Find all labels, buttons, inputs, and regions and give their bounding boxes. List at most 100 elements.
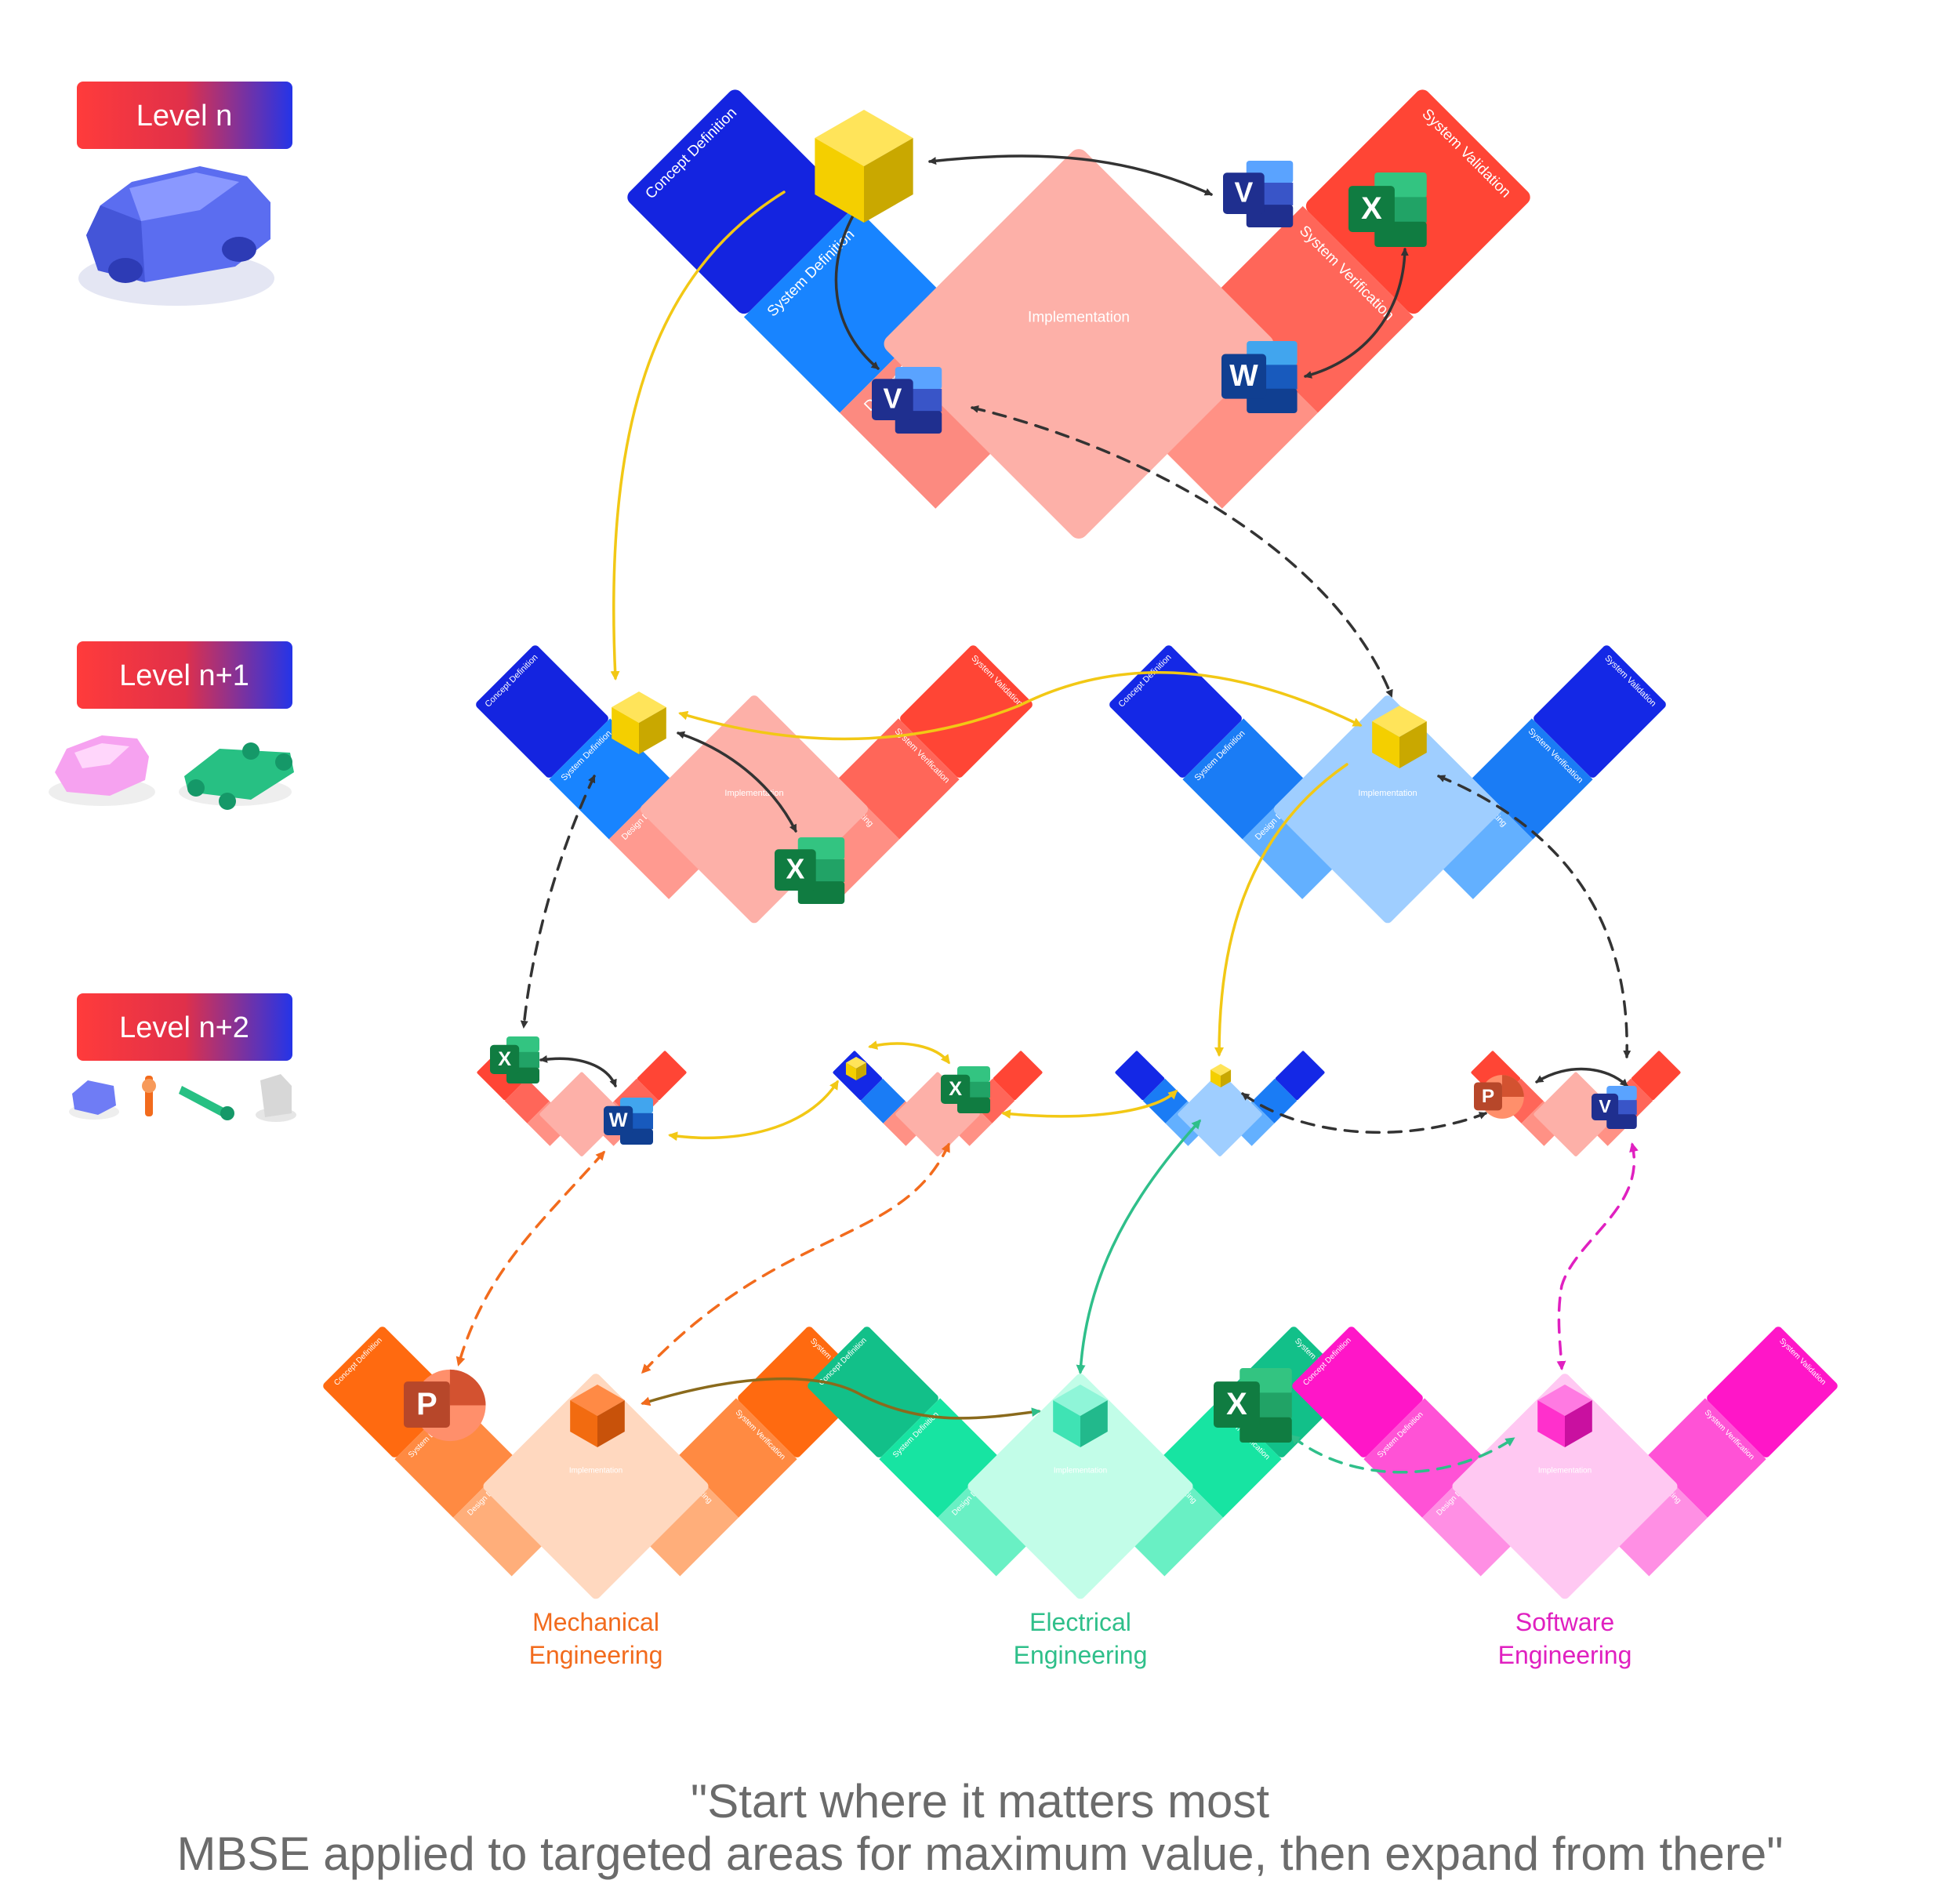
v-segment-verification	[1646, 1398, 1766, 1518]
connector-n1-right-cube-to-n2-c	[1214, 763, 1348, 1057]
cube-icon-electrical[interactable]	[1053, 1385, 1108, 1447]
v-segment-concept	[1292, 1327, 1423, 1457]
word-letter: W	[1229, 359, 1258, 393]
discipline-labels: Mechanical Engineering Electrical Engine…	[529, 1608, 1632, 1669]
cube-icon-software[interactable]	[1537, 1385, 1592, 1447]
v-segment-validation	[637, 1051, 687, 1101]
cube-icon-mechanical[interactable]	[570, 1385, 625, 1447]
cube-icon-level-n1-right[interactable]	[1372, 706, 1427, 768]
v-segment-validation	[1534, 645, 1666, 778]
excel-letter: X	[949, 1078, 962, 1100]
v-segment-concept	[1115, 1051, 1165, 1101]
visio-letter: V	[1234, 177, 1253, 209]
caption: "Start where it matters most MBSE applie…	[176, 1775, 1783, 1880]
electrical-label-line1: Electrical	[1029, 1608, 1131, 1636]
level-n1-badge: Level n+1	[77, 641, 292, 709]
v-segment-validation	[1275, 1051, 1325, 1101]
excel-letter: X	[1226, 1387, 1247, 1421]
mechanical-label-line2: Engineering	[529, 1641, 663, 1669]
word-icon-top[interactable]: W	[1221, 341, 1298, 413]
connector-n2b-excel-to-n2c	[1001, 1089, 1178, 1119]
excel-letter: X	[1361, 191, 1382, 226]
connector-implementation-to-cube-n1-right	[971, 405, 1393, 698]
v-segment-system	[860, 1078, 906, 1123]
level-n-badge: Level n	[77, 82, 292, 149]
car-body-icon	[49, 735, 155, 806]
visio-icon-n2-d[interactable]: V	[1592, 1086, 1637, 1129]
level-n1-label: Level n+1	[119, 659, 249, 692]
visio-letter: V	[1599, 1096, 1611, 1116]
v-segment-system	[1182, 718, 1304, 840]
connector-n2a-word-to-mech-ppt	[456, 1150, 605, 1367]
v-segment-implementation	[483, 1374, 709, 1599]
visio-icon-left[interactable]: V	[872, 367, 942, 434]
v-segment-concept	[476, 645, 608, 778]
cube-icon-level-n1-left[interactable]	[612, 691, 666, 754]
visio-icon-top[interactable]: V	[1223, 161, 1294, 227]
v-segment-system	[394, 1398, 514, 1518]
connector-n2d-visio-to-soft-cube	[1556, 1142, 1639, 1370]
word-letter: W	[609, 1109, 628, 1131]
v-label-implementation: Implementation	[1358, 789, 1417, 798]
v-segment-concept	[627, 89, 852, 314]
artifact-icons: V X W V X X W X P V P X	[404, 110, 1637, 1447]
powerpoint-letter: P	[416, 1387, 437, 1421]
excel-letter: X	[786, 854, 804, 885]
excel-icon-top[interactable]: X	[1348, 172, 1427, 247]
connector-cube-to-visio-left	[834, 209, 880, 370]
v-segment-validation	[1707, 1327, 1838, 1457]
excel-icon-n2-a[interactable]: X	[490, 1036, 539, 1083]
connectors	[456, 154, 1639, 1474]
connector-n2a-excel-to-word	[539, 1054, 617, 1087]
excel-icon-n2-b[interactable]: X	[941, 1066, 990, 1113]
connector-cube-n1-to-excel	[677, 731, 797, 833]
caption-line2: MBSE applied to targeted areas for maxim…	[176, 1828, 1783, 1880]
level-n2-label: Level n+2	[119, 1011, 249, 1044]
excel-icon-electrical[interactable]: X	[1214, 1368, 1292, 1443]
level-n2-badge: Level n+2	[77, 993, 292, 1061]
excel-letter: X	[498, 1048, 511, 1070]
connector-system-def-to-cube-n1	[610, 191, 786, 681]
v-segment-validation	[993, 1051, 1043, 1101]
connector-n2a-word-to-n2b-cube	[668, 1080, 839, 1142]
v-segment-implementation	[1534, 1072, 1618, 1157]
connector-n1-right-to-n2-d	[1437, 775, 1632, 1058]
cube-icon-level-n2-b[interactable]	[845, 1057, 867, 1080]
excel-icon-n1[interactable]: X	[775, 837, 845, 904]
v-segment-system	[504, 1078, 550, 1123]
cube-icon-level-n[interactable]	[815, 110, 913, 223]
software-label-line1: Software	[1515, 1608, 1614, 1636]
chassis-icon	[179, 742, 294, 810]
connector-mech-cube-to-elec-cube	[641, 1377, 1041, 1420]
v-segment-verification	[838, 718, 960, 840]
cube-icon-level-n2-c[interactable]	[1210, 1064, 1232, 1087]
connector-n2b-cube-to-excel	[868, 1040, 950, 1065]
v-segment-implementation	[1452, 1374, 1678, 1599]
v-segment-implementation	[539, 1072, 624, 1157]
powerpoint-icon-mechanical[interactable]: P	[404, 1369, 486, 1442]
v-segment-system	[743, 205, 951, 413]
v-segment-system	[879, 1398, 999, 1518]
powerpoint-icon-n2-d[interactable]: P	[1474, 1075, 1524, 1119]
electrical-label-line2: Engineering	[1014, 1641, 1148, 1669]
v-label-implementation: Implementation	[1028, 309, 1130, 325]
v-label-implementation: Implementation	[569, 1467, 622, 1476]
v-label-implementation: Implementation	[1538, 1467, 1592, 1476]
connector-elec-excel-to-soft	[1290, 1435, 1515, 1474]
word-icon-n2-a[interactable]: W	[604, 1098, 653, 1145]
v-segment-system	[1363, 1398, 1483, 1518]
component-icons	[69, 1074, 296, 1122]
mechanical-label-line1: Mechanical	[532, 1608, 659, 1636]
caption-line1: "Start where it matters most	[691, 1775, 1269, 1828]
software-label-line2: Engineering	[1498, 1641, 1632, 1669]
v-segment-verification	[1162, 1398, 1282, 1518]
car-icon	[78, 166, 274, 306]
v-segment-validation	[1631, 1051, 1681, 1101]
connector-cube-n1-left-to-right	[678, 670, 1363, 741]
v-segment-implementation	[967, 1374, 1193, 1599]
level-n-label: Level n	[136, 100, 233, 132]
